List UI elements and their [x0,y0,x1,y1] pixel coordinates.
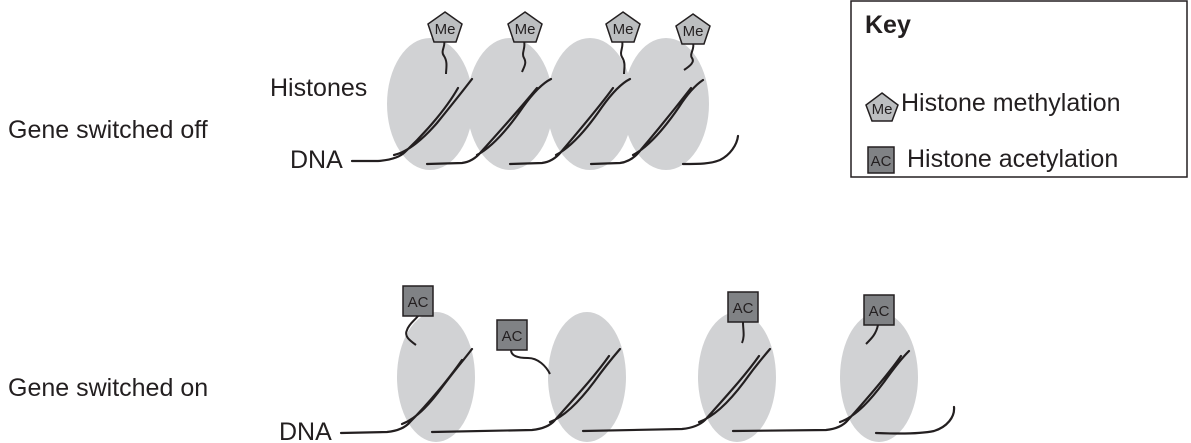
methyl-tag: Me [675,13,711,71]
dna-strand-bottom [339,347,956,435]
acetyl-tag: AC [727,291,759,344]
histone [397,312,475,442]
methyl-pentagon-icon: Me [865,92,899,122]
dna-label-bottom: DNA [279,418,332,443]
acetyl-tag: AC [496,319,551,375]
svg-text:AC: AC [871,153,892,170]
methyl-tag: Me [507,11,543,73]
histone [467,38,553,170]
svg-text:Me: Me [872,101,893,118]
histone [840,312,918,442]
acetyl-tag-text: AC [408,294,429,311]
acetyl-tag: AC [863,294,895,345]
histone [547,38,633,170]
acetyl-tag: AC [402,285,434,346]
top-panel: Gene switched off Histones DNA Me Me Me [8,11,740,174]
acetyl-tag-text: AC [733,300,754,317]
histone [387,38,473,170]
histone [623,38,709,170]
methyl-tag: Me [427,11,463,75]
acetyl-tag-text: AC [869,303,890,320]
key-label-methylation: Histone methylation [901,89,1121,117]
methyl-tag-text: Me [683,23,704,40]
key-title: Key [865,11,911,39]
key-box: Key Me Histone methylation AC Histone ac… [850,0,1188,178]
methyl-tag-text: Me [515,21,536,38]
histone [548,312,626,442]
histone [698,312,776,442]
bottom-panel: Gene switched on DNA AC AC AC AC [8,285,956,443]
methyl-tag: Me [605,11,641,75]
methyl-tag-text: Me [435,21,456,38]
gene-switched-off-label: Gene switched off [8,116,208,144]
histones-label: Histones [270,74,367,102]
methyl-tag-text: Me [613,21,634,38]
acetyl-tag-text: AC [502,328,523,345]
gene-switched-on-label: Gene switched on [8,374,208,402]
dna-strand-top [350,77,740,166]
dna-label-top: DNA [290,146,343,174]
acetyl-square-icon: AC [867,146,895,174]
key-label-acetylation: Histone acetylation [907,145,1118,173]
